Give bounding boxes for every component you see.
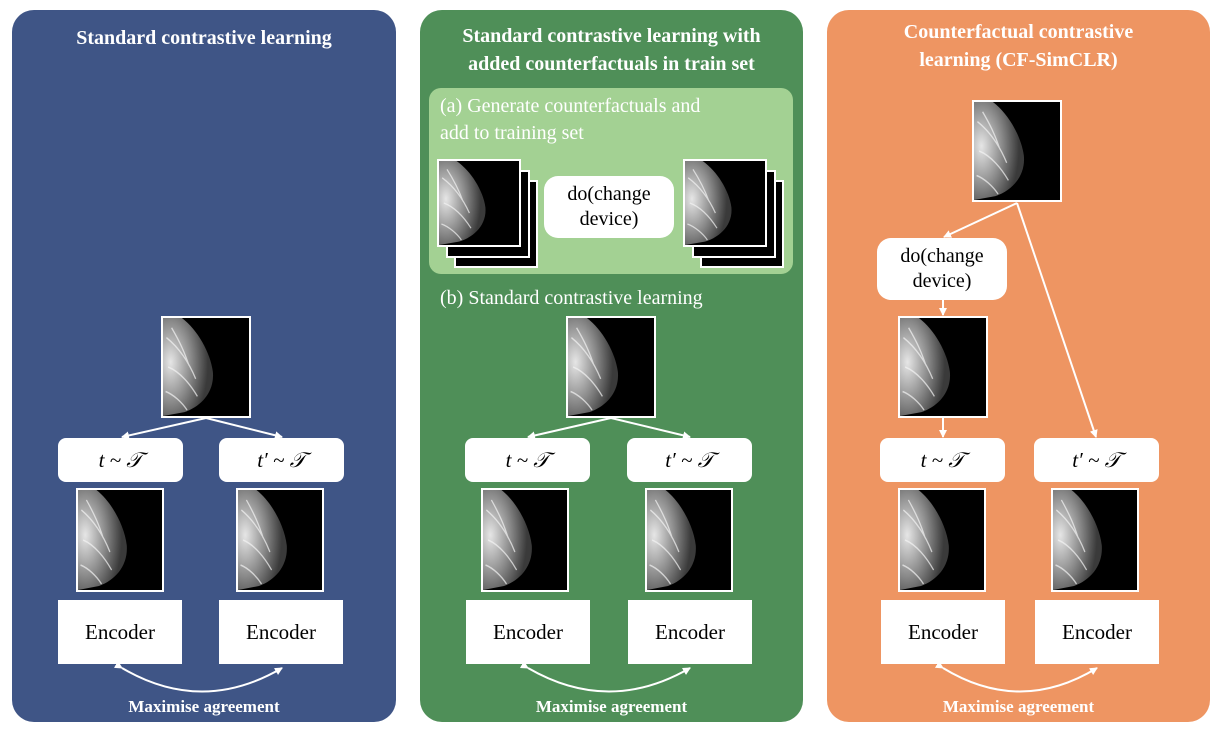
encoder-right-standard: Encoder: [219, 600, 343, 664]
augmented-view-left-added: [481, 488, 569, 592]
source-mammogram-cf: [972, 100, 1062, 202]
augmented-view-left-standard: [76, 488, 164, 592]
agreement-label-added: Maximise agreement: [535, 697, 688, 716]
source-mammogram-added: [566, 316, 656, 418]
do-change-device-box: do(change device): [544, 176, 674, 238]
augmented-view-right-cf: [1051, 488, 1139, 592]
encoder-right-added: Encoder: [628, 600, 752, 664]
step-a-label-line2: add to training set: [440, 122, 584, 144]
counterfactual-stack-front: [683, 159, 767, 247]
augment-t-prime-cf: t′ ~ 𝒯: [1034, 438, 1159, 482]
augment-t-cf: t ~ 𝒯: [880, 438, 1005, 482]
panel-added-title-line2: added counterfactuals in train set: [468, 53, 755, 75]
augment-t-prime-added: t′ ~ 𝒯: [627, 438, 752, 482]
augmented-view-right-standard: [236, 488, 324, 592]
agreement-label-standard: Maximise agreement: [128, 697, 280, 716]
encoder-left-standard: Encoder: [58, 600, 182, 664]
mammogram-stack-front: [437, 159, 521, 247]
augmented-view-left-cf: [898, 488, 986, 592]
encoder-right-cf: Encoder: [1035, 600, 1159, 664]
encoder-left-cf: Encoder: [881, 600, 1005, 664]
panel-cf-title-line2: learning (CF-SimCLR): [919, 49, 1118, 71]
counterfactual-mammogram-cf: [898, 316, 988, 418]
augment-t-added: t ~ 𝒯: [465, 438, 590, 482]
encoder-left-added: Encoder: [466, 600, 590, 664]
augment-t-standard: t ~ 𝒯: [58, 438, 183, 482]
augmented-view-right-added: [645, 488, 733, 592]
step-a-label-line1: (a) Generate counterfactuals and: [440, 95, 701, 117]
step-b-label: (b) Standard contrastive learning: [440, 287, 703, 309]
agreement-label-cf: Maximise agreement: [942, 697, 1095, 716]
do-change-device-box-cf: do(change device): [877, 238, 1007, 300]
panel-cf-title-line1: Counterfactual contrastive: [903, 21, 1134, 43]
panel-added-title-line1: Standard contrastive learning with: [462, 25, 761, 47]
panel-standard-title: Standard contrastive learning: [76, 27, 332, 49]
source-mammogram-standard: [161, 316, 251, 418]
augment-t-prime-standard: t′ ~ 𝒯: [219, 438, 344, 482]
